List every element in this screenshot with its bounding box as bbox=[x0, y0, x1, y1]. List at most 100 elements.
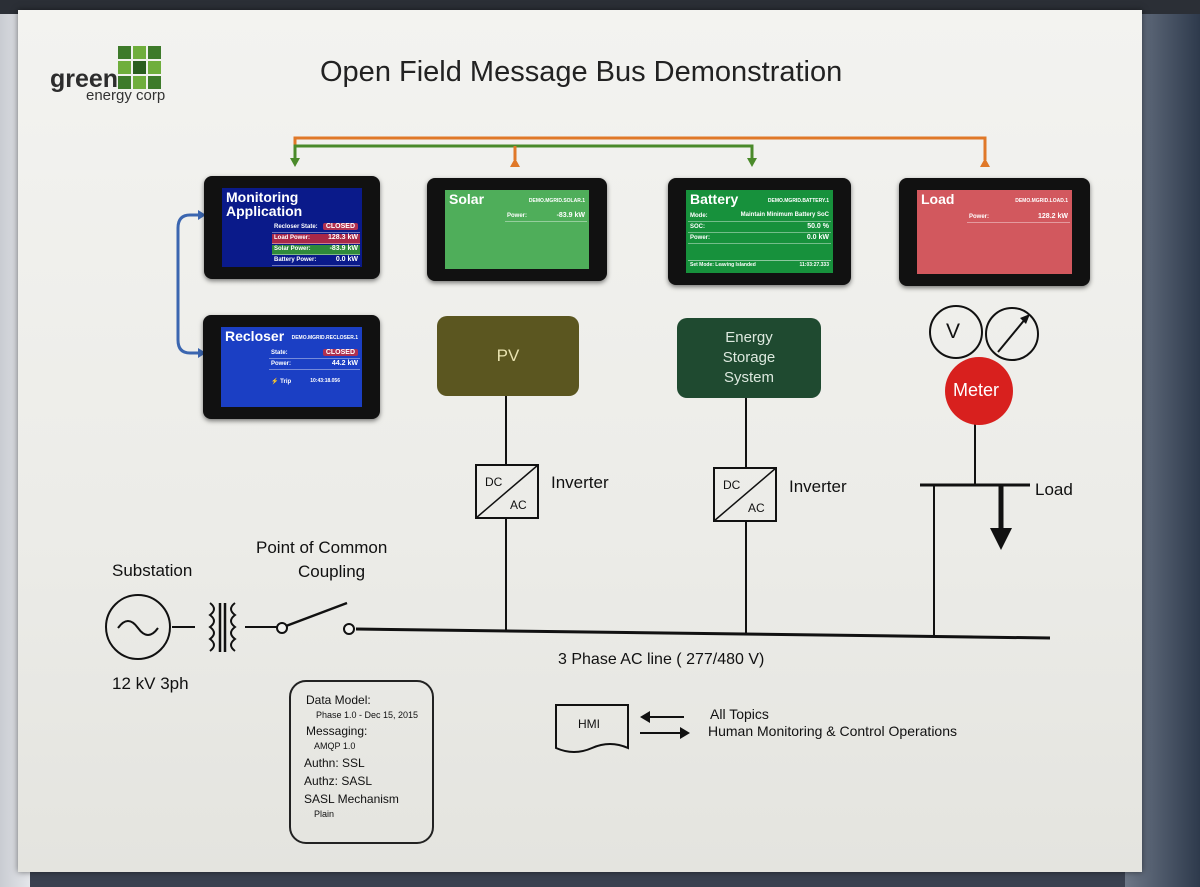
page-title: Open Field Message Bus Demonstration bbox=[320, 56, 843, 88]
arrow-battery bbox=[747, 158, 757, 167]
ess-inverter-diagonal bbox=[713, 467, 777, 522]
gauge-needle-tip bbox=[1020, 314, 1030, 324]
monitoring-title-2: Application bbox=[226, 203, 303, 219]
lightning-icon: ⚡ bbox=[271, 379, 279, 385]
battery-timestamp: 11:03:27.333 bbox=[799, 262, 829, 268]
pcc-label-2: Coupling bbox=[298, 562, 366, 581]
hmi-label: HMI bbox=[578, 717, 600, 731]
gauge-icon bbox=[985, 307, 1039, 361]
monitoring-title-1: Monitoring bbox=[226, 189, 299, 205]
meter-label: Meter bbox=[953, 380, 1000, 400]
substation-generator-circle bbox=[105, 594, 171, 660]
battery-row-footer: Set Mode: Leaving Islanded 11:03:27.333 bbox=[688, 260, 831, 270]
monitoring-row-battery: Battery Power: 0.0 kW bbox=[272, 256, 360, 266]
recloser-state-badge: CLOSED bbox=[322, 223, 358, 230]
pv-inverter-label: Inverter bbox=[551, 473, 609, 492]
blue-arrow-top bbox=[198, 210, 206, 220]
solar-row-power: Power: -83.9 kW bbox=[505, 212, 587, 222]
ess-label-2: Storage bbox=[722, 349, 776, 366]
monitoring-row-solar: Solar Power: -83.9 kW bbox=[272, 245, 360, 255]
battery-row-soc: SOC: 50.0 % bbox=[688, 223, 831, 233]
info-box-frame bbox=[289, 680, 434, 844]
pv-inverter-box bbox=[475, 464, 539, 519]
recloser-screen: Recloser DEMO.MGRID.RECLOSER.1 State: CL… bbox=[203, 315, 380, 419]
voltmeter-label: V bbox=[946, 320, 961, 343]
transformer-secondary bbox=[230, 602, 237, 652]
info-authz: Authz: SASL bbox=[304, 774, 373, 788]
gauge-needle bbox=[997, 317, 1027, 353]
load-label: Load bbox=[1035, 480, 1073, 499]
recloser-topic: DEMO.MGRID.RECLOSER.1 bbox=[291, 335, 358, 341]
load-screen: Load DEMO.MGRID.LOAD.1 Power: 128.2 kW bbox=[899, 178, 1090, 286]
monitoring-row-load: Load Power: 128.3 kW bbox=[272, 234, 360, 244]
info-messaging: Messaging: bbox=[306, 724, 368, 738]
monitoring-row-recloser: Recloser State: CLOSED bbox=[272, 223, 360, 233]
battery-screen: Battery DEMO.MGRID.BATTERY.1 Mode: Maint… bbox=[668, 178, 851, 285]
pcc-switch-blade bbox=[285, 601, 348, 628]
blue-arrow-bottom bbox=[198, 348, 206, 358]
info-messaging-value: AMQP 1.0 bbox=[314, 741, 356, 751]
energy-storage-block: Energy Storage System bbox=[677, 318, 821, 398]
pcc-contact-right bbox=[343, 623, 355, 635]
battery-set-mode: Set Mode: Leaving Islanded bbox=[690, 262, 756, 268]
pcc-label-1: Point of Common bbox=[256, 538, 388, 557]
sine-wave-icon bbox=[117, 620, 159, 636]
recloser-title: Recloser bbox=[225, 328, 285, 344]
ess-inverter-dc: DC bbox=[723, 478, 741, 492]
load-title: Load bbox=[921, 191, 955, 207]
hmi-description: Human Monitoring & Control Operations bbox=[708, 723, 958, 739]
recloser-row-power: Power: 44.2 kW bbox=[269, 360, 360, 370]
transformer-primary bbox=[208, 602, 215, 652]
ac-main-line bbox=[355, 627, 1051, 640]
poster-board bbox=[18, 10, 1142, 872]
voltmeter-icon bbox=[929, 305, 983, 359]
solar-screen: Solar DEMO.MGRID.SOLAR.1 Power: -83.9 kW bbox=[427, 178, 607, 281]
load-topic: DEMO.MGRID.LOAD.1 bbox=[1015, 198, 1068, 204]
recloser-trip-time: 10:43:18.056 bbox=[310, 378, 340, 384]
recloser-row-state: State: CLOSED bbox=[269, 349, 360, 359]
bus-green-line bbox=[293, 144, 754, 160]
solar-display: Solar DEMO.MGRID.SOLAR.1 Power: -83.9 kW bbox=[445, 190, 589, 269]
solar-topic: DEMO.MGRID.SOLAR.1 bbox=[528, 198, 585, 204]
arrow-monitoring bbox=[290, 158, 300, 167]
blue-link bbox=[176, 213, 200, 355]
ac-line-label: 3 Phase AC line ( 277/480 V) bbox=[558, 651, 765, 668]
bus-orange-line bbox=[293, 136, 987, 160]
ess-inverter-label: Inverter bbox=[789, 477, 847, 496]
hmi-arrow-left-head bbox=[640, 711, 650, 723]
meter-circle bbox=[945, 357, 1013, 425]
message-bus bbox=[293, 136, 987, 160]
pv-block: PV bbox=[437, 316, 579, 396]
ess-inverter-ac: AC bbox=[748, 501, 765, 515]
battery-display: Battery DEMO.MGRID.BATTERY.1 Mode: Maint… bbox=[686, 190, 833, 273]
info-sasl-value: Plain bbox=[314, 809, 335, 819]
monitoring-display: Monitoring Application Recloser State: C… bbox=[222, 188, 362, 267]
battery-topic: DEMO.MGRID.BATTERY.1 bbox=[767, 198, 829, 204]
battery-row-mode: Mode: Maintain Minimum Battery SoC bbox=[688, 212, 831, 222]
info-authn: Authn: SSL bbox=[304, 756, 365, 770]
info-data-model: Data Model: bbox=[306, 693, 371, 707]
logo-word-energy-corp: energy corp bbox=[86, 87, 166, 104]
monitoring-screen: Monitoring Application Recloser State: C… bbox=[204, 176, 380, 279]
info-data-model-value: Phase 1.0 - Dec 15, 2015 bbox=[316, 710, 419, 720]
arrow-load bbox=[980, 158, 990, 167]
logo-word-green: green bbox=[50, 65, 119, 93]
load-display: Load DEMO.MGRID.LOAD.1 Power: 128.2 kW bbox=[917, 190, 1072, 274]
ess-label-1: Energy bbox=[725, 329, 773, 346]
hmi-document-icon bbox=[555, 704, 629, 753]
solar-title: Solar bbox=[449, 191, 485, 207]
voltage-label: 12 kV 3ph bbox=[112, 674, 189, 693]
ess-inverter-box bbox=[713, 467, 777, 522]
pv-label: PV bbox=[496, 346, 520, 365]
green-logo-icon bbox=[118, 46, 161, 89]
recloser-row-trip: ⚡ Trip 10:43:18.056 bbox=[269, 377, 360, 386]
pcc-contact-left bbox=[276, 622, 288, 634]
hmi-arrow-right-head bbox=[680, 727, 690, 739]
substation-label: Substation bbox=[112, 561, 193, 580]
pv-inverter-diagonal bbox=[475, 464, 539, 519]
arrow-solar bbox=[510, 158, 520, 167]
all-topics-label: All Topics bbox=[710, 706, 769, 722]
pv-inverter-dc: DC bbox=[485, 475, 503, 489]
battery-row-power: Power: 0.0 kW bbox=[688, 234, 831, 244]
